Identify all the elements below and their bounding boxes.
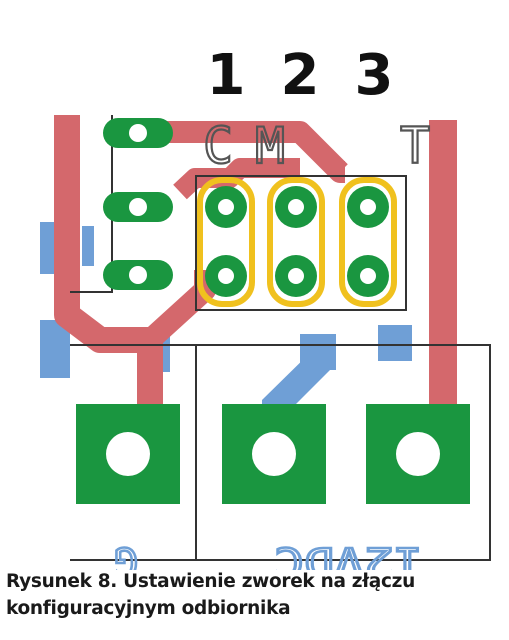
caption-line-1: Rysunek 8. Ustawienie zworek na złączu <box>6 571 415 592</box>
pin-number-1: 1 <box>207 43 246 108</box>
silk-label-t: T <box>400 117 430 175</box>
silk-label-c: C <box>203 117 233 175</box>
figure-caption: Rysunek 8. Ustawienie zworek na złączu k… <box>6 568 506 622</box>
silkscreen-labels: C M T <box>202 116 431 176</box>
pin-number-3: 3 <box>355 43 394 108</box>
header-pins <box>205 186 389 297</box>
jumper-1 <box>197 177 255 307</box>
left-oval-pads <box>103 118 173 290</box>
jumper-2 <box>267 177 325 307</box>
connector-outline <box>70 115 491 561</box>
jumper-3 <box>339 177 397 307</box>
pcb-diagram: C M T G 12VDC 1 <box>40 43 491 570</box>
bottom-layer <box>40 222 412 420</box>
square-pads <box>76 404 470 504</box>
label-12vdc: 12VDC <box>274 538 424 570</box>
pin-numbers: 1 2 3 <box>207 43 394 108</box>
bottom-labels: G 12VDC <box>113 537 426 570</box>
pin-number-2: 2 <box>281 43 320 108</box>
label-g: G <box>114 538 138 570</box>
jumpers <box>197 177 397 307</box>
silk-label-m: M <box>255 117 285 175</box>
top-layer-traces <box>54 115 457 410</box>
caption-line-2: konfiguracyjnym odbiornika <box>6 598 291 619</box>
